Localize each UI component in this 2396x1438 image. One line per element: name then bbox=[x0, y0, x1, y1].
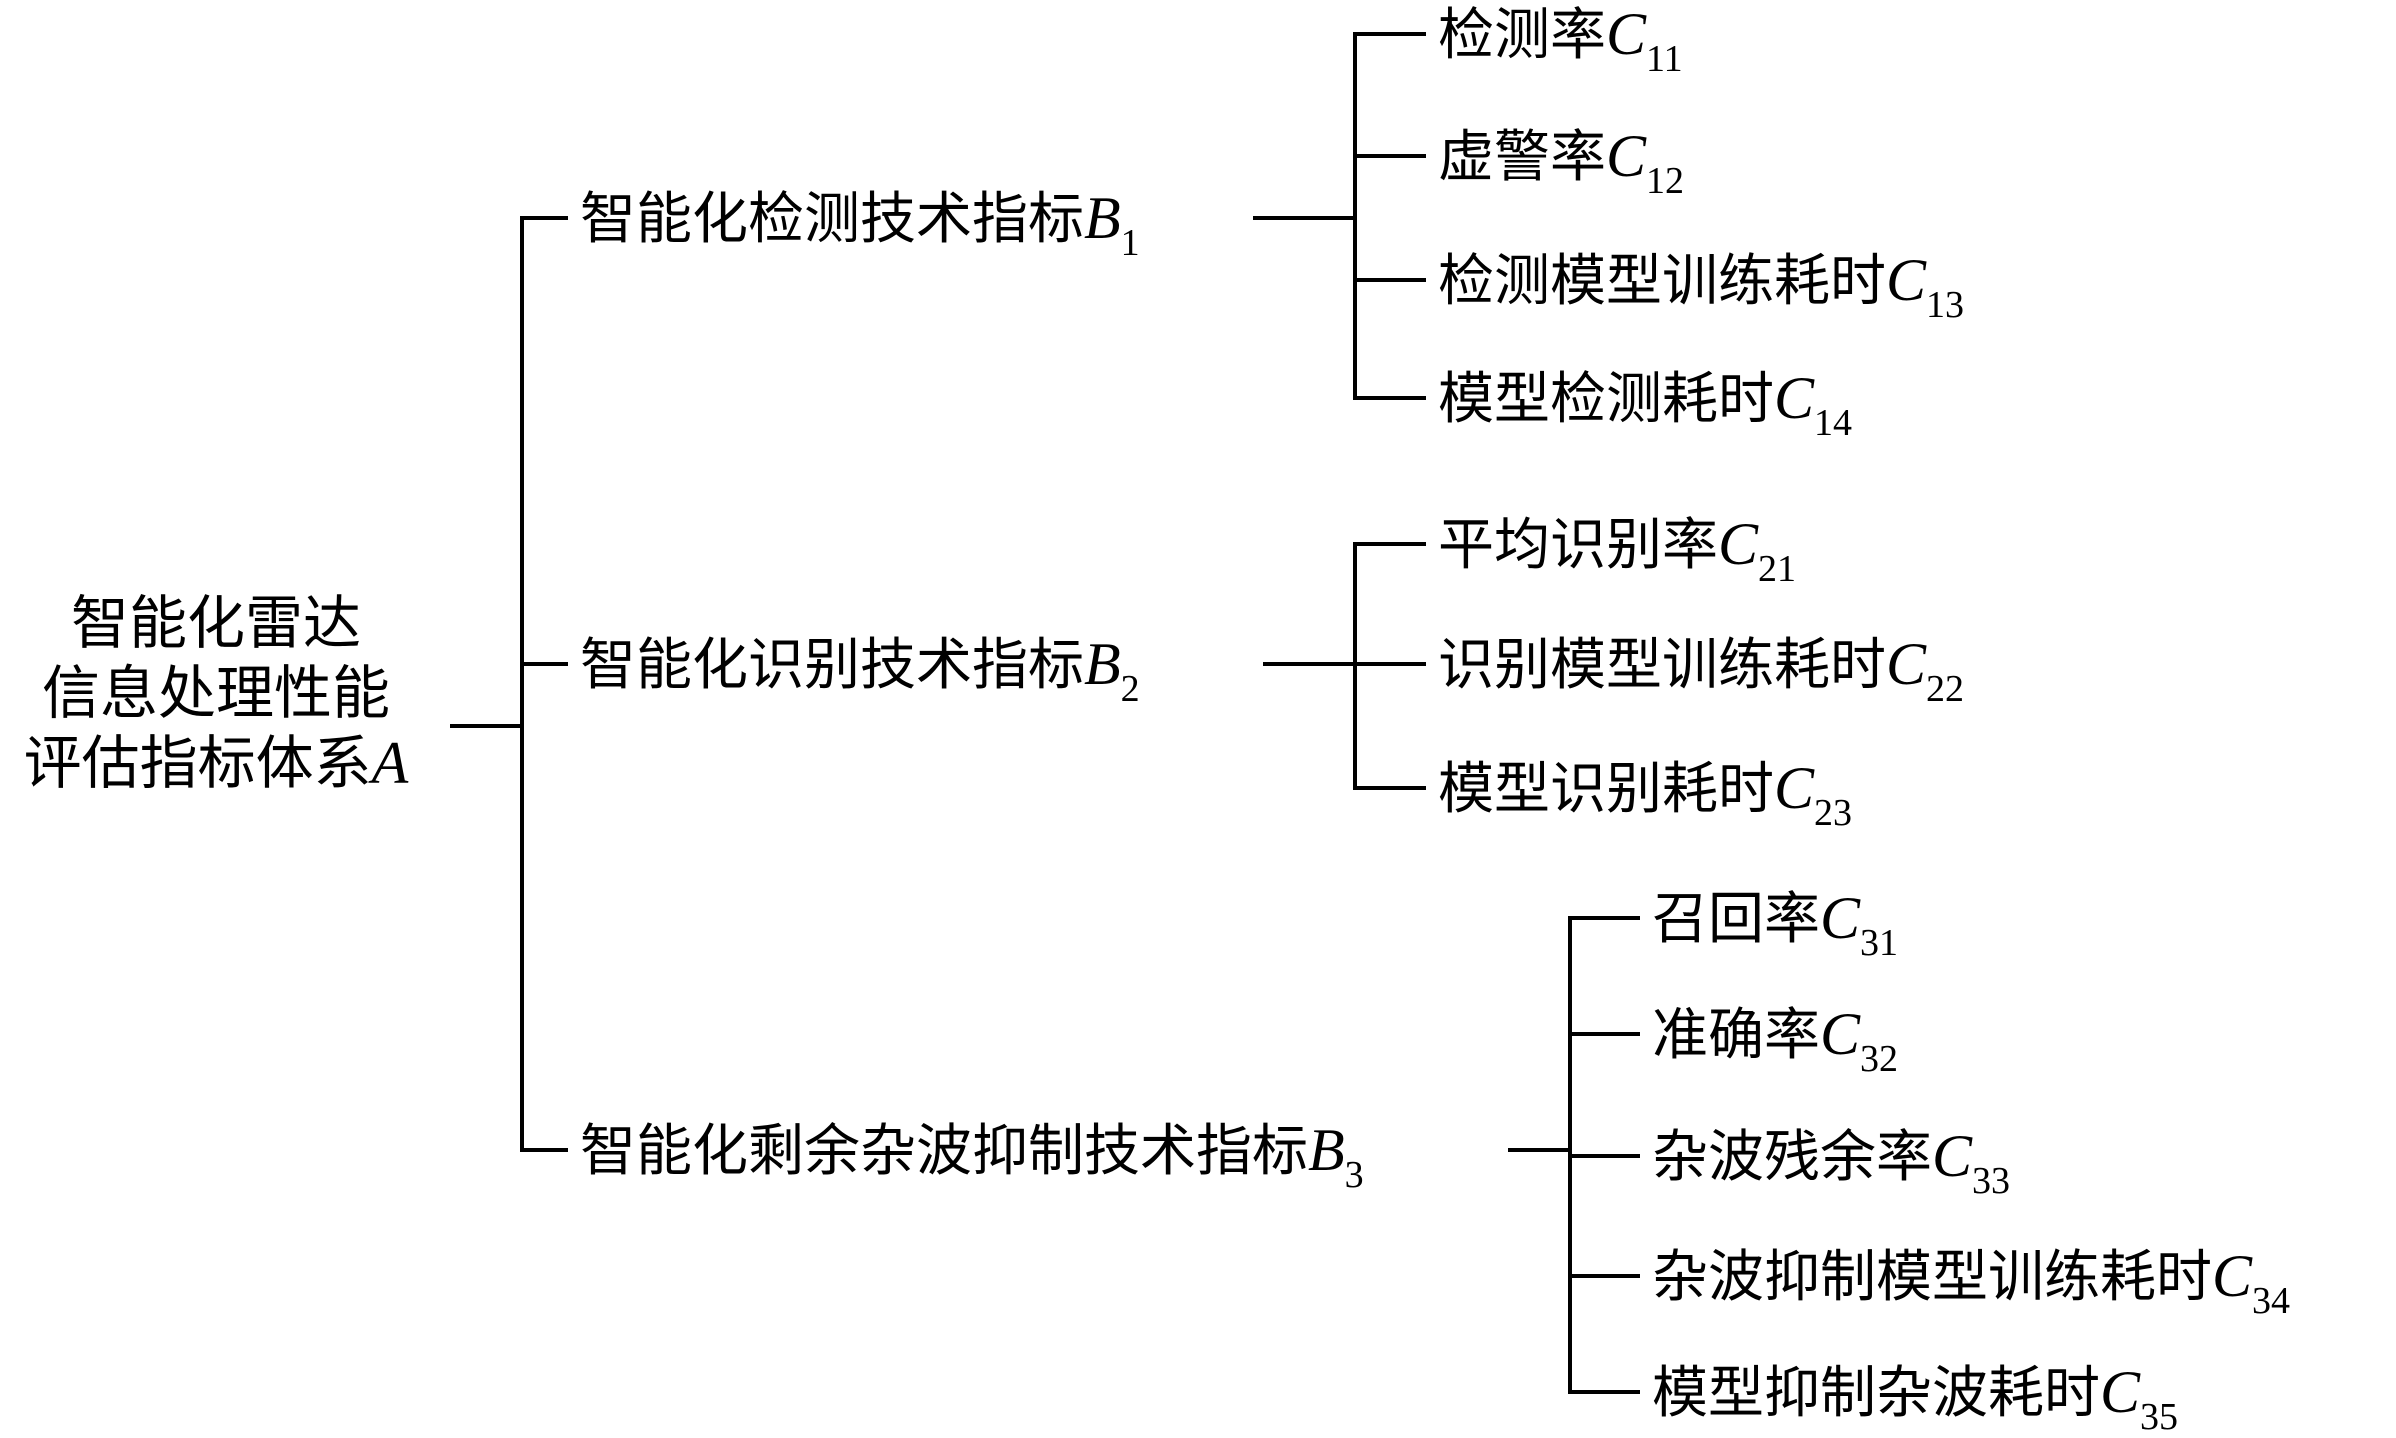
leaf-node-1-1-symbol: C bbox=[1606, 1, 1647, 67]
root-line-3-text: 评估指标体系 bbox=[23, 729, 372, 797]
leaf-node-1-2-symbol: C bbox=[1606, 123, 1647, 189]
leaf-node-3-4-symbol: C bbox=[2212, 1243, 2253, 1309]
root-line-3: 评估指标体系A bbox=[6, 728, 426, 798]
leaf-node-3-1-symbol: C bbox=[1820, 885, 1861, 951]
leaf-node-1-1: 检测率C11 bbox=[1438, 1, 1683, 78]
leaf-node-1-4-symbol: C bbox=[1774, 365, 1815, 431]
group-node-2: 智能化识别技术指标B2 bbox=[580, 631, 1140, 708]
leaf-node-3-4: 杂波抑制模型训练耗时C34 bbox=[1652, 1243, 2290, 1320]
root-line-1: 智能化雷达 bbox=[70, 589, 361, 657]
group-node-1-subscript: 1 bbox=[1120, 222, 1140, 265]
group-node-3-symbol: B bbox=[1308, 1117, 1345, 1183]
group-node-2-label: 智能化识别技术指标 bbox=[580, 633, 1084, 698]
group-node-1: 智能化检测技术指标B1 bbox=[580, 185, 1140, 262]
leaf-node-1-3-symbol: C bbox=[1886, 247, 1927, 313]
leaf-node-1-4-subscript: 14 bbox=[1814, 402, 1853, 445]
leaf-node-3-1-subscript: 31 bbox=[1860, 922, 1899, 965]
group-node-2-symbol: B bbox=[1084, 631, 1121, 697]
leaf-node-3-2-subscript: 32 bbox=[1860, 1038, 1899, 1081]
leaf-node-3-2-label: 准确率 bbox=[1652, 1003, 1820, 1068]
leaf-node-2-2: 识别模型训练耗时C22 bbox=[1438, 631, 1964, 708]
leaf-node-3-5-symbol: C bbox=[2100, 1359, 2141, 1425]
leaf-node-1-2-subscript: 12 bbox=[1646, 160, 1685, 203]
group-node-2-subscript: 2 bbox=[1120, 668, 1140, 711]
leaf-node-2-1-subscript: 21 bbox=[1758, 548, 1797, 591]
leaf-node-1-4-label: 模型检测耗时 bbox=[1438, 367, 1774, 432]
leaf-node-3-4-label: 杂波抑制模型训练耗时 bbox=[1652, 1245, 2212, 1310]
leaf-node-2-3-subscript: 23 bbox=[1814, 792, 1853, 835]
root-line-2: 信息处理性能 bbox=[41, 659, 390, 727]
root-symbol: A bbox=[371, 730, 409, 796]
group-node-3: 智能化剩余杂波抑制技术指标B3 bbox=[580, 1117, 1364, 1194]
leaf-node-2-3: 模型识别耗时C23 bbox=[1438, 755, 1852, 832]
leaf-node-3-3-symbol: C bbox=[1932, 1123, 1973, 1189]
root-node: 智能化雷达 信息处理性能 评估指标体系A bbox=[6, 588, 426, 798]
leaf-node-2-2-subscript: 22 bbox=[1926, 668, 1965, 711]
leaf-node-3-3-subscript: 33 bbox=[1972, 1160, 2011, 1203]
leaf-node-1-1-subscript: 11 bbox=[1646, 38, 1683, 81]
leaf-node-1-1-label: 检测率 bbox=[1438, 3, 1606, 68]
leaf-node-3-5-subscript: 35 bbox=[2140, 1396, 2179, 1438]
leaf-node-3-5-label: 模型抑制杂波耗时 bbox=[1652, 1361, 2100, 1426]
leaf-node-2-1-symbol: C bbox=[1718, 511, 1759, 577]
leaf-node-1-2: 虚警率C12 bbox=[1438, 123, 1684, 200]
leaf-node-3-4-subscript: 34 bbox=[2252, 1280, 2291, 1323]
leaf-node-3-2-symbol: C bbox=[1820, 1001, 1861, 1067]
leaf-node-2-3-symbol: C bbox=[1774, 755, 1815, 821]
leaf-node-3-5: 模型抑制杂波耗时C35 bbox=[1652, 1359, 2178, 1436]
leaf-node-3-2: 准确率C32 bbox=[1652, 1001, 1898, 1078]
leaf-node-3-1: 召回率C31 bbox=[1652, 885, 1898, 962]
group-node-1-symbol: B bbox=[1084, 185, 1121, 251]
leaf-node-1-3-label: 检测模型训练耗时 bbox=[1438, 249, 1886, 314]
leaf-node-1-4: 模型检测耗时C14 bbox=[1438, 365, 1852, 442]
leaf-node-3-1-label: 召回率 bbox=[1652, 887, 1820, 952]
leaf-node-1-3: 检测模型训练耗时C13 bbox=[1438, 247, 1964, 324]
leaf-node-1-2-label: 虚警率 bbox=[1438, 125, 1606, 190]
leaf-node-3-3-label: 杂波残余率 bbox=[1652, 1125, 1932, 1190]
leaf-node-1-3-subscript: 13 bbox=[1926, 284, 1965, 327]
group-node-3-subscript: 3 bbox=[1344, 1154, 1364, 1197]
leaf-node-2-3-label: 模型识别耗时 bbox=[1438, 757, 1774, 822]
leaf-node-3-3: 杂波残余率C33 bbox=[1652, 1123, 2010, 1200]
leaf-node-2-2-symbol: C bbox=[1886, 631, 1927, 697]
group-node-3-label: 智能化剩余杂波抑制技术指标 bbox=[580, 1119, 1308, 1184]
group-node-1-label: 智能化检测技术指标 bbox=[580, 187, 1084, 252]
leaf-node-2-1: 平均识别率C21 bbox=[1438, 511, 1796, 588]
leaf-node-2-1-label: 平均识别率 bbox=[1438, 513, 1718, 578]
leaf-node-2-2-label: 识别模型训练耗时 bbox=[1438, 633, 1886, 698]
